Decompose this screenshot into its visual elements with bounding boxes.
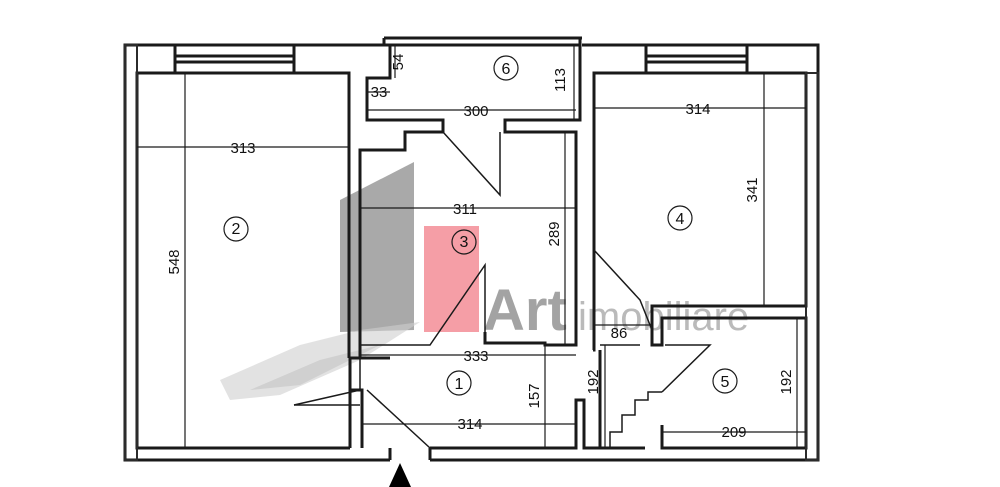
- dim-300: 300: [463, 103, 488, 120]
- wall-fill: [124, 44, 819, 461]
- dim-314-bottom: 314: [457, 416, 482, 433]
- dim-157: 157: [526, 383, 543, 408]
- dim-313: 313: [230, 140, 255, 157]
- room-label-3: 3: [460, 234, 469, 251]
- dim-548: 548: [166, 249, 183, 274]
- dimension-labels: 54 33 300 113 314 313 311 289 341 548 86…: [166, 54, 795, 441]
- dim-314-top: 314: [685, 101, 710, 118]
- dim-311: 311: [453, 201, 477, 218]
- dim-33: 33: [371, 84, 388, 101]
- dim-192-mid: 192: [585, 369, 602, 394]
- dim-54: 54: [390, 54, 407, 71]
- dim-86: 86: [611, 325, 628, 342]
- room-marker-1: [446, 370, 472, 396]
- dim-192-right: 192: [778, 369, 795, 394]
- dim-289: 289: [546, 221, 563, 246]
- room-marker-3: [451, 229, 477, 255]
- room-label-1: 1: [455, 376, 464, 393]
- room-label-4: 4: [676, 211, 685, 228]
- dimension-lines: [137, 45, 806, 448]
- dim-333: 333: [463, 348, 488, 365]
- room-labels: 2 3 6 4 1 5: [232, 61, 730, 393]
- dim-341: 341: [744, 177, 761, 202]
- room-label-6: 6: [502, 61, 511, 78]
- outer-walls: [123, 36, 820, 462]
- entrance-arrow-icon: [389, 463, 411, 487]
- room-label-2: 2: [232, 221, 241, 238]
- watermark-brand: Art: [483, 278, 567, 343]
- room-marker-5: [712, 368, 738, 394]
- room-marker-6: [493, 55, 519, 81]
- room-markers: [223, 55, 738, 396]
- dim-209: 209: [721, 424, 746, 441]
- room-marker-4: [667, 205, 693, 231]
- dim-113: 113: [552, 68, 569, 92]
- interior-lines: [293, 131, 712, 449]
- room-marker-2: [223, 216, 249, 242]
- room-label-5: 5: [721, 374, 730, 391]
